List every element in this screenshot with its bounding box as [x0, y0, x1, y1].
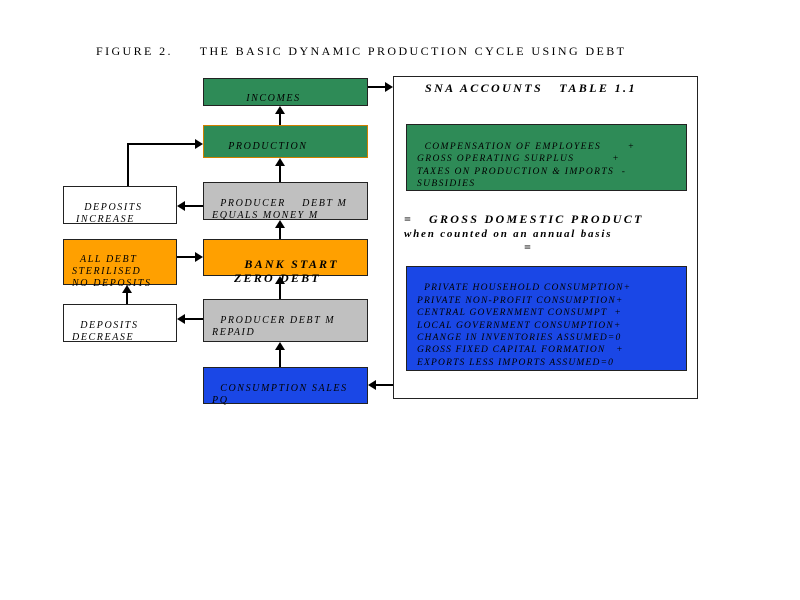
- all-debt-sterilised-label: ALL DEBT STERILISED NO DEPOSITS: [72, 254, 152, 289]
- sna-income-items-box: COMPENSATION OF EMPLOYEES + GROSS OPERAT…: [406, 124, 687, 191]
- arrowhead-repaid: [275, 342, 285, 350]
- arrow-incomes-to-sna: [368, 86, 385, 88]
- incomes-box: INCOMES: [203, 78, 368, 106]
- arrow-sterilised-to-bank: [177, 256, 195, 258]
- arrow-deposits-to-production-horizontal: [127, 143, 195, 145]
- annual-basis-line: when counted on an annual basis: [404, 228, 613, 240]
- arrowhead-deposits-decrease: [177, 314, 185, 324]
- production-label: PRODUCTION: [228, 141, 308, 152]
- arrowhead-production-left: [195, 139, 203, 149]
- equals-sign: =: [524, 240, 531, 254]
- arrowhead-sales: [368, 380, 376, 390]
- figure-caption: FIGURE 2. THE BASIC DYNAMIC PRODUCTION C…: [96, 44, 627, 58]
- deposits-increase-box: DEPOSITS INCREASE: [63, 186, 177, 225]
- arrowhead-bank-left: [195, 252, 203, 262]
- arrowhead-deposits-increase: [177, 201, 185, 211]
- producer-debt-box: PRODUCER DEBT M EQUALS MONEY M: [203, 182, 368, 221]
- arrowhead-production: [275, 158, 285, 166]
- arrow-decrease-to-sterilised: [126, 293, 128, 304]
- arrowhead-bank: [275, 276, 285, 284]
- all-debt-sterilised-box: ALL DEBT STERILISED NO DEPOSITS: [63, 239, 177, 289]
- bank-start-box: BANK START ZERO DEBT: [203, 239, 368, 285]
- arrow-repaid-to-bank: [279, 284, 281, 299]
- arrowhead-sna: [385, 82, 393, 92]
- arrowhead-incomes: [275, 106, 285, 114]
- sna-expenditure-items: PRIVATE HOUSEHOLD CONSUMPTION+ PRIVATE N…: [417, 283, 632, 368]
- arrow-deposits-to-production-vertical: [127, 143, 129, 186]
- sna-expenditure-items-box: PRIVATE HOUSEHOLD CONSUMPTION+ PRIVATE N…: [406, 266, 687, 371]
- arrow-repaid-to-deposits-decrease: [185, 318, 203, 320]
- producer-repaid-box: PRODUCER DEBT M REPAID: [203, 299, 368, 342]
- consumption-sales-label: CONSUMPTION SALES PQ: [212, 383, 348, 406]
- arrowhead-sterilised: [122, 285, 132, 293]
- arrow-bank-to-debt: [279, 228, 281, 239]
- arrowhead-debt: [275, 220, 285, 228]
- arrow-debt-to-production: [279, 166, 281, 182]
- arrow-sales-to-repaid: [279, 350, 281, 367]
- deposits-decrease-label: DEPOSITS DECREASE: [72, 320, 139, 343]
- consumption-sales-box: CONSUMPTION SALES PQ: [203, 367, 368, 406]
- bank-start-label: BANK START ZERO DEBT: [234, 257, 339, 285]
- incomes-label: INCOMES: [246, 93, 301, 104]
- producer-repaid-label: PRODUCER DEBT M REPAID: [212, 315, 336, 338]
- sna-title: SNA ACCOUNTS TABLE 1.1: [425, 81, 637, 95]
- deposits-decrease-box: DEPOSITS DECREASE: [63, 304, 177, 343]
- arrow-production-to-incomes: [279, 114, 281, 125]
- producer-debt-label: PRODUCER DEBT M EQUALS MONEY M: [212, 198, 348, 221]
- arrow-debt-to-deposits-increase: [185, 205, 203, 207]
- production-box: PRODUCTION: [203, 125, 368, 158]
- arrow-sna-to-sales: [376, 384, 393, 386]
- sna-income-items: COMPENSATION OF EMPLOYEES + GROSS OPERAT…: [417, 141, 636, 190]
- gdp-line: = GROSS DOMESTIC PRODUCT: [404, 212, 644, 226]
- deposits-increase-label: DEPOSITS INCREASE: [76, 202, 143, 225]
